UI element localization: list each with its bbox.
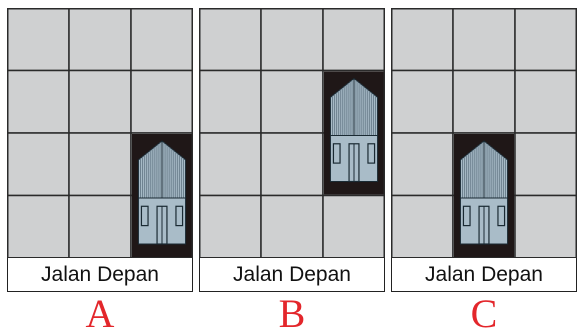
- lot-cell: [130, 8, 193, 72]
- lot-cell: [260, 8, 324, 72]
- lot-cell: [130, 69, 193, 134]
- lot-cell: [199, 132, 262, 197]
- house-icon: [459, 140, 509, 245]
- lot-cell: [260, 194, 324, 258]
- option-letter-b: B: [278, 291, 306, 336]
- lot-cell: [68, 8, 132, 72]
- option-letter-a: A: [85, 291, 115, 336]
- lot-cell: [514, 69, 577, 134]
- lot-cell: [68, 69, 132, 134]
- lot-cell: [391, 194, 454, 258]
- lot-cell: [68, 194, 132, 258]
- lot-cell: [322, 194, 385, 258]
- lot-cell: [322, 8, 385, 72]
- lot-cell: [514, 8, 577, 72]
- lot-cell: [514, 132, 577, 197]
- lot-cell: [199, 8, 262, 72]
- lot-cell: [452, 8, 516, 72]
- lot-cell: [452, 69, 516, 134]
- lot-grid-c: [391, 8, 577, 258]
- lot-cell: [7, 69, 70, 134]
- option-letter-c: C: [470, 291, 498, 336]
- street-label-b: Jalan Depan: [199, 258, 385, 292]
- lot-cell: [260, 132, 324, 197]
- lot-cell: [68, 132, 132, 197]
- lot-grid-b: [199, 8, 385, 258]
- lot-cell: [7, 132, 70, 197]
- panel-a: Jalan Depan: [7, 8, 193, 292]
- lot-cell: [7, 194, 70, 258]
- street-label-a: Jalan Depan: [7, 258, 193, 292]
- panel-b: Jalan Depan: [199, 8, 385, 292]
- lot-cell: [391, 69, 454, 134]
- lot-cell: [199, 194, 262, 258]
- house-icon: [137, 140, 187, 245]
- lot-cell: [391, 8, 454, 72]
- lot-cell: [391, 132, 454, 197]
- lot-cell: [514, 194, 577, 258]
- panel-c: Jalan Depan: [391, 8, 577, 292]
- lot-cell: [199, 69, 262, 134]
- lot-grid-a: [7, 8, 193, 258]
- lot-cell: [260, 69, 324, 134]
- street-label-c: Jalan Depan: [391, 258, 577, 292]
- house-icon: [329, 77, 379, 183]
- lot-cell: [7, 8, 70, 72]
